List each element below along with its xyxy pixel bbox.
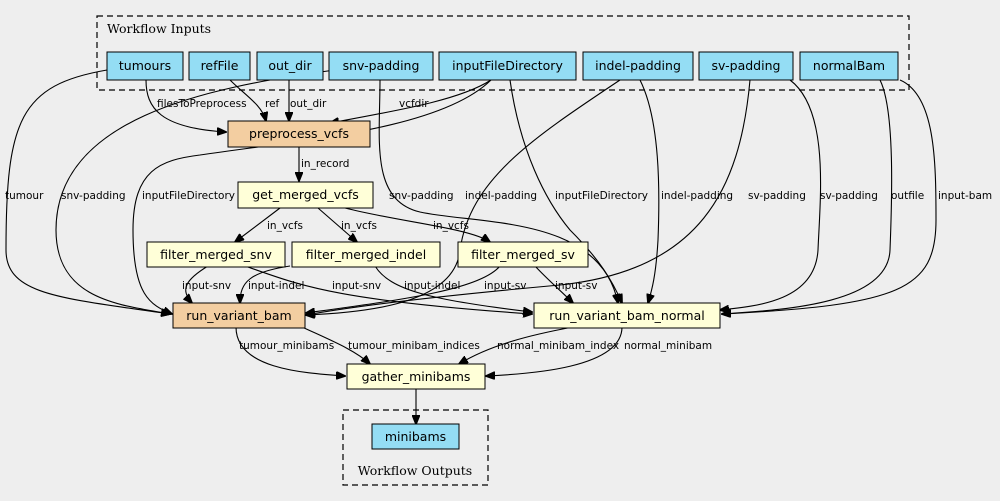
edge-label-tumour: tumour	[5, 190, 44, 202]
edge-label-tumour-minibam-indices: tumour_minibam_indices	[348, 340, 480, 352]
edge-in_vcfs-sv	[344, 207, 490, 242]
node-indel-padding[interactable]: indel-padding	[582, 51, 694, 81]
node-preprocess_vcfs-label: preprocess_vcfs	[249, 126, 349, 141]
edge-sv-padding-b	[720, 79, 822, 310]
step-nodes: preprocess_vcfs get_merged_vcfs filter_m…	[146, 120, 721, 390]
node-tumours-label: tumours	[119, 58, 171, 73]
node-filter_merged_indel[interactable]: filter_merged_indel	[291, 241, 441, 268]
edge-label-outfile: outfile	[891, 190, 924, 202]
node-gather_minibams[interactable]: gather_minibams	[346, 363, 486, 390]
edge-label-ref: ref	[265, 98, 280, 110]
node-preprocess_vcfs[interactable]: preprocess_vcfs	[227, 120, 371, 148]
node-normalBam[interactable]: normalBam	[799, 51, 899, 81]
edge-label-input-bam: input-bam	[938, 190, 992, 202]
edge-in_vcfs-snv	[235, 207, 281, 242]
node-indel-padding-label: indel-padding	[595, 58, 681, 73]
edge-label-in_vcfs-snv: in_vcfs	[267, 220, 303, 232]
edge-label-input-sv-a: input-sv	[484, 280, 526, 292]
edge-label-snv-padding-b: snv-padding	[389, 190, 454, 202]
node-inputFileDirectory-label: inputFileDirectory	[452, 58, 563, 73]
node-run_variant_bam_normal[interactable]: run_variant_bam_normal	[533, 302, 721, 329]
edge-tumour	[5, 69, 170, 314]
node-run_variant_bam-label: run_variant_bam	[186, 308, 291, 323]
edge-input-bam	[722, 79, 937, 314]
workflow-outputs-label: Workflow Outputs	[358, 463, 472, 478]
node-filter_merged_sv[interactable]: filter_merged_sv	[457, 241, 589, 268]
node-out_dir[interactable]: out_dir	[256, 51, 324, 81]
edge-labels: filesToPreprocess ref out_dir vcfdir in_…	[5, 98, 992, 352]
edge-label-snv-padding-a: snv-padding	[61, 190, 126, 202]
edge-input-snv-b	[244, 265, 532, 314]
node-refFile[interactable]: refFile	[188, 51, 251, 81]
edge-in_vcfs-indel	[317, 207, 357, 242]
node-filter_merged_snv[interactable]: filter_merged_snv	[146, 241, 286, 268]
node-filter_merged_sv-label: filter_merged_sv	[471, 247, 575, 262]
input-nodes: tumours refFile out_dir snv-padding inpu…	[106, 51, 899, 81]
edge-filesToPreprocess	[145, 79, 226, 132]
edge-input-snv-a	[186, 265, 209, 303]
edge-label-normal-minibam-index: normal_minibam_index	[497, 340, 619, 352]
edge-sv-padding-a	[306, 79, 751, 315]
edge-tumour-minibam-indices	[301, 326, 370, 364]
edge-normal-minibam	[486, 326, 623, 376]
edge-label-filesToPreprocess: filesToPreprocess	[157, 98, 247, 110]
edge-snv-padding-a	[55, 69, 336, 314]
edge-indel-padding-b	[639, 79, 660, 303]
edge-label-normal-minibam: normal_minibam	[624, 340, 712, 352]
node-get_merged_vcfs-label: get_merged_vcfs	[252, 187, 359, 202]
edge-label-input-snv-b: input-snv	[332, 280, 381, 292]
edge-outfile	[722, 79, 893, 314]
node-sv-padding-label: sv-padding	[712, 58, 781, 73]
node-minibams[interactable]: minibams	[371, 423, 460, 450]
node-out_dir-label: out_dir	[268, 58, 312, 73]
edge-input-indel-a	[240, 265, 291, 303]
edge-label-out_dir: out_dir	[290, 98, 327, 110]
node-tumours[interactable]: tumours	[106, 51, 184, 81]
node-filter_merged_snv-label: filter_merged_snv	[160, 247, 272, 262]
node-snv-padding-label: snv-padding	[343, 58, 420, 73]
edges	[5, 69, 937, 424]
edge-label-input-indel-b: input-indel	[404, 280, 460, 292]
edge-input-indel-b	[374, 265, 532, 312]
workflow-inputs-label: Workflow Inputs	[107, 21, 211, 36]
edge-label-sv-padding-b: sv-padding	[820, 190, 878, 202]
edge-inputFileDirectory-a	[132, 79, 492, 314]
edge-label-in_vcfs-sv: in_vcfs	[433, 220, 469, 232]
edge-label-inputFileDirectory-a: inputFileDirectory	[142, 190, 235, 202]
edge-label-input-sv-b: input-sv	[555, 280, 597, 292]
edge-label-indel-padding-a: indel-padding	[465, 190, 537, 202]
edge-ref	[229, 79, 266, 121]
node-get_merged_vcfs[interactable]: get_merged_vcfs	[237, 181, 374, 209]
edge-label-vcfdir: vcfdir	[399, 98, 429, 110]
edge-label-indel-padding-b: indel-padding	[661, 190, 733, 202]
edge-vcfdir	[330, 79, 492, 123]
node-normalBam-label: normalBam	[813, 58, 885, 73]
edge-label-in_vcfs-indel: in_vcfs	[341, 220, 377, 232]
edge-inputFileDirectory-b	[509, 79, 622, 303]
node-run_variant_bam[interactable]: run_variant_bam	[172, 302, 306, 329]
edge-label-in_record: in_record	[301, 158, 349, 170]
node-inputFileDirectory[interactable]: inputFileDirectory	[438, 51, 577, 81]
edge-label-inputFileDirectory-b: inputFileDirectory	[555, 190, 648, 202]
node-gather_minibams-label: gather_minibams	[362, 369, 471, 384]
node-snv-padding[interactable]: snv-padding	[328, 51, 434, 81]
edge-label-input-snv-a: input-snv	[182, 280, 231, 292]
edge-input-sv-a	[306, 265, 501, 313]
node-refFile-label: refFile	[201, 58, 239, 73]
node-filter_merged_indel-label: filter_merged_indel	[306, 247, 426, 262]
edge-input-sv-b	[534, 265, 573, 303]
edge-label-sv-padding-a: sv-padding	[748, 190, 806, 202]
edge-tumour-minibams	[235, 326, 345, 376]
node-run_variant_bam_normal-label: run_variant_bam_normal	[549, 308, 704, 323]
edge-label-input-indel-a: input-indel	[248, 280, 304, 292]
workflow-inputs-cluster: Workflow Inputs	[96, 15, 910, 91]
edge-normal-minibam-index	[459, 326, 574, 364]
edge-label-tumour-minibams: tumour_minibams	[239, 340, 334, 352]
node-minibams-label: minibams	[385, 429, 446, 444]
node-sv-padding[interactable]: sv-padding	[698, 51, 794, 81]
